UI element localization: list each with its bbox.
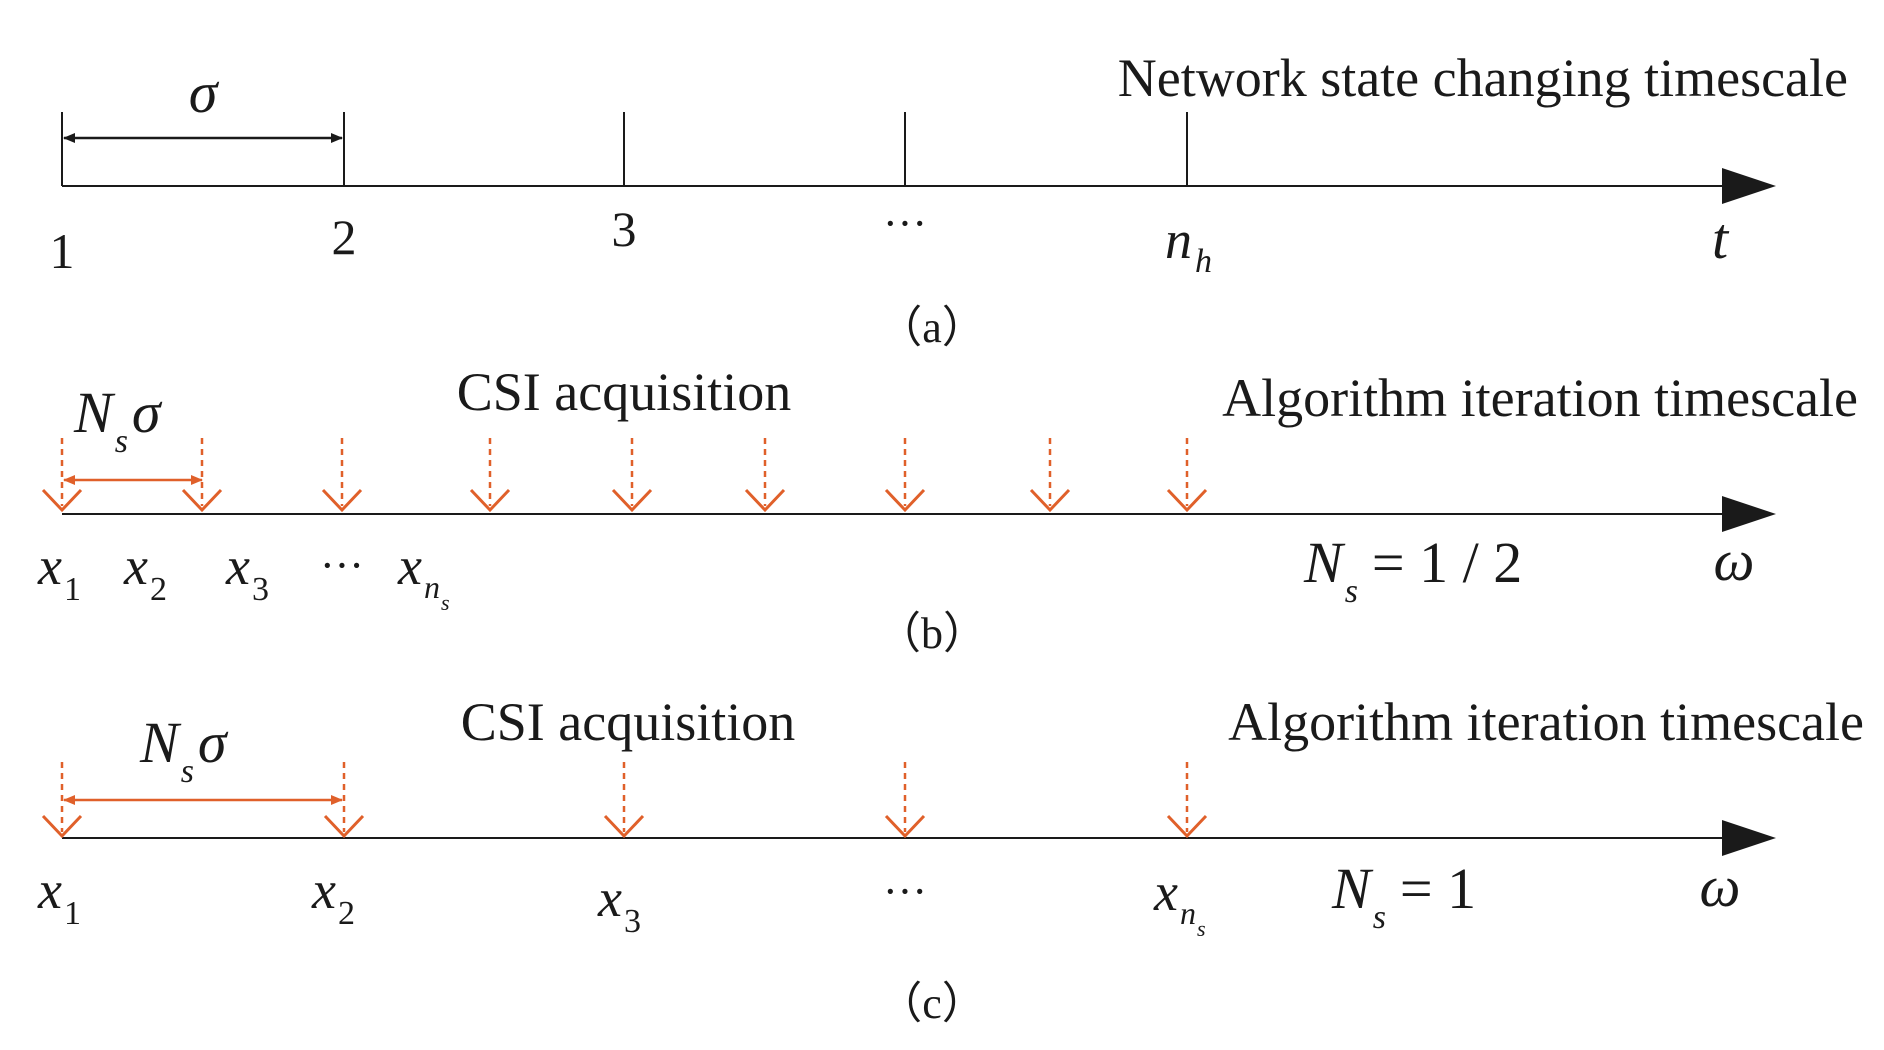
sigma-label: σ [189,60,220,125]
ellipsis-label-b: ··· [320,541,364,590]
ellipsis-label-c: ··· [883,867,927,916]
xns-sub-s-b: s [441,590,450,615]
panel-b-csi-arrow-head-6 [744,488,786,513]
ns-equation-b: Ns = 1 / 2 [1303,530,1522,610]
tick-label-1: 1 [50,223,75,279]
xns-label-c: xns [1153,862,1206,941]
ns-equation-c: Ns = 1 [1331,856,1476,936]
algorithm-timescale-title-c: Algorithm iteration timescale [1228,692,1864,752]
panel-b-csi-arrow-head-7 [884,488,926,513]
tick-label-2: 2 [332,209,357,265]
x3-sub-c: 3 [624,903,641,940]
iteration-axis-arrowhead-b [1722,496,1776,532]
x1-sub-c: 1 [64,895,81,932]
panel-c-csi-arrow-head-3 [603,814,645,839]
caption-b: （b） [877,609,987,658]
xns-sub-s-c: s [1197,916,1206,941]
x2-label-b: x2 [123,536,167,608]
ns-sigma-sigma-c: σ [198,710,229,775]
ns-eq-value-b: = 1 / 2 [1372,530,1522,595]
ns-eq-N-b: N [1303,530,1346,595]
nh-subscript: h [1195,243,1212,280]
ns-eq-sub-c: s [1373,899,1386,936]
nh-base: n [1165,210,1192,270]
panel-c-csi-arrow-head-5 [1166,814,1208,839]
ns-eq-sub-b: s [1345,573,1358,610]
panel-b-csi-arrow-head-9 [1166,488,1208,513]
ns-sigma-N-c: N [139,710,182,775]
ns-sigma-N-b: N [73,380,116,445]
panel-c-csi-arrow-head-2 [323,814,365,839]
ns-eq-N-c: N [1331,856,1374,921]
panel-b: CSI acquisition Algorithm iteration time… [37,362,1858,658]
csi-acquisition-label-c: CSI acquisition [461,692,796,752]
x3-sub-b: 3 [252,571,269,608]
tick-label-ellipsis: ··· [883,199,927,248]
panel-b-csi-arrow-head-3 [321,488,363,513]
network-timescale-title: Network state changing timescale [1118,48,1848,108]
csi-arrow-group-b [41,438,1208,513]
x3-label-b: x3 [225,536,269,608]
xns-base-c: x [1153,862,1178,922]
iteration-axis-variable-b: ω [1714,528,1755,593]
panel-c-csi-arrow-head-1 [41,814,83,839]
xns-sub-n-c: n [1180,895,1196,931]
algorithm-timescale-title-b: Algorithm iteration timescale [1222,368,1858,428]
ns-sigma-sub-b: s [115,423,128,460]
x2-label-c: x2 [311,860,355,932]
iteration-axis-arrowhead-c [1722,820,1776,856]
x1-base-b: x [37,536,62,596]
tick-label-3: 3 [612,201,637,257]
panel-a: Network state changing timescale σ 1 2 3… [50,48,1849,352]
ns-eq-value-c: = 1 [1400,856,1476,921]
panel-b-csi-arrow-head-1 [41,488,83,513]
caption-c: （c） [878,979,986,1028]
panel-b-csi-arrow-head-2 [181,488,223,513]
ns-sigma-sub-c: s [181,753,194,790]
panel-c-csi-arrow-head-4 [884,814,926,839]
x2-sub-b: 2 [150,571,167,608]
x2-base-b: x [123,536,148,596]
x2-sub-c: 2 [338,895,355,932]
iteration-axis-variable-c: ω [1700,854,1741,919]
ns-sigma-label-b: Nsσ [73,380,163,460]
tick-label-nh: n [1165,210,1192,270]
xns-label-b: xns [397,536,450,615]
ns-sigma-sigma-b: σ [132,380,163,445]
x1-label-c: x1 [37,860,81,932]
x3-base-b: x [225,536,250,596]
caption-a: （a） [878,303,986,352]
panel-b-csi-arrow-head-5 [611,488,653,513]
csi-acquisition-label-b: CSI acquisition [457,362,792,422]
panel-c: CSI acquisition Algorithm iteration time… [37,692,1864,1028]
time-axis-arrowhead [1722,168,1776,204]
xns-sub-n-b: n [424,569,440,605]
time-axis-variable: t [1712,206,1730,271]
panel-b-csi-arrow-head-4 [469,488,511,513]
panel-b-csi-arrow-head-8 [1029,488,1071,513]
x2-base-c: x [311,860,336,920]
csi-arrow-group-c [41,762,1208,839]
x1-sub-b: 1 [64,571,81,608]
ns-sigma-label-c: Nsσ [139,710,229,790]
x1-label-b: x1 [37,536,81,608]
x3-base-c: x [597,868,622,928]
xns-base-b: x [397,536,422,596]
x1-base-c: x [37,860,62,920]
x3-label-c: x3 [597,868,641,940]
